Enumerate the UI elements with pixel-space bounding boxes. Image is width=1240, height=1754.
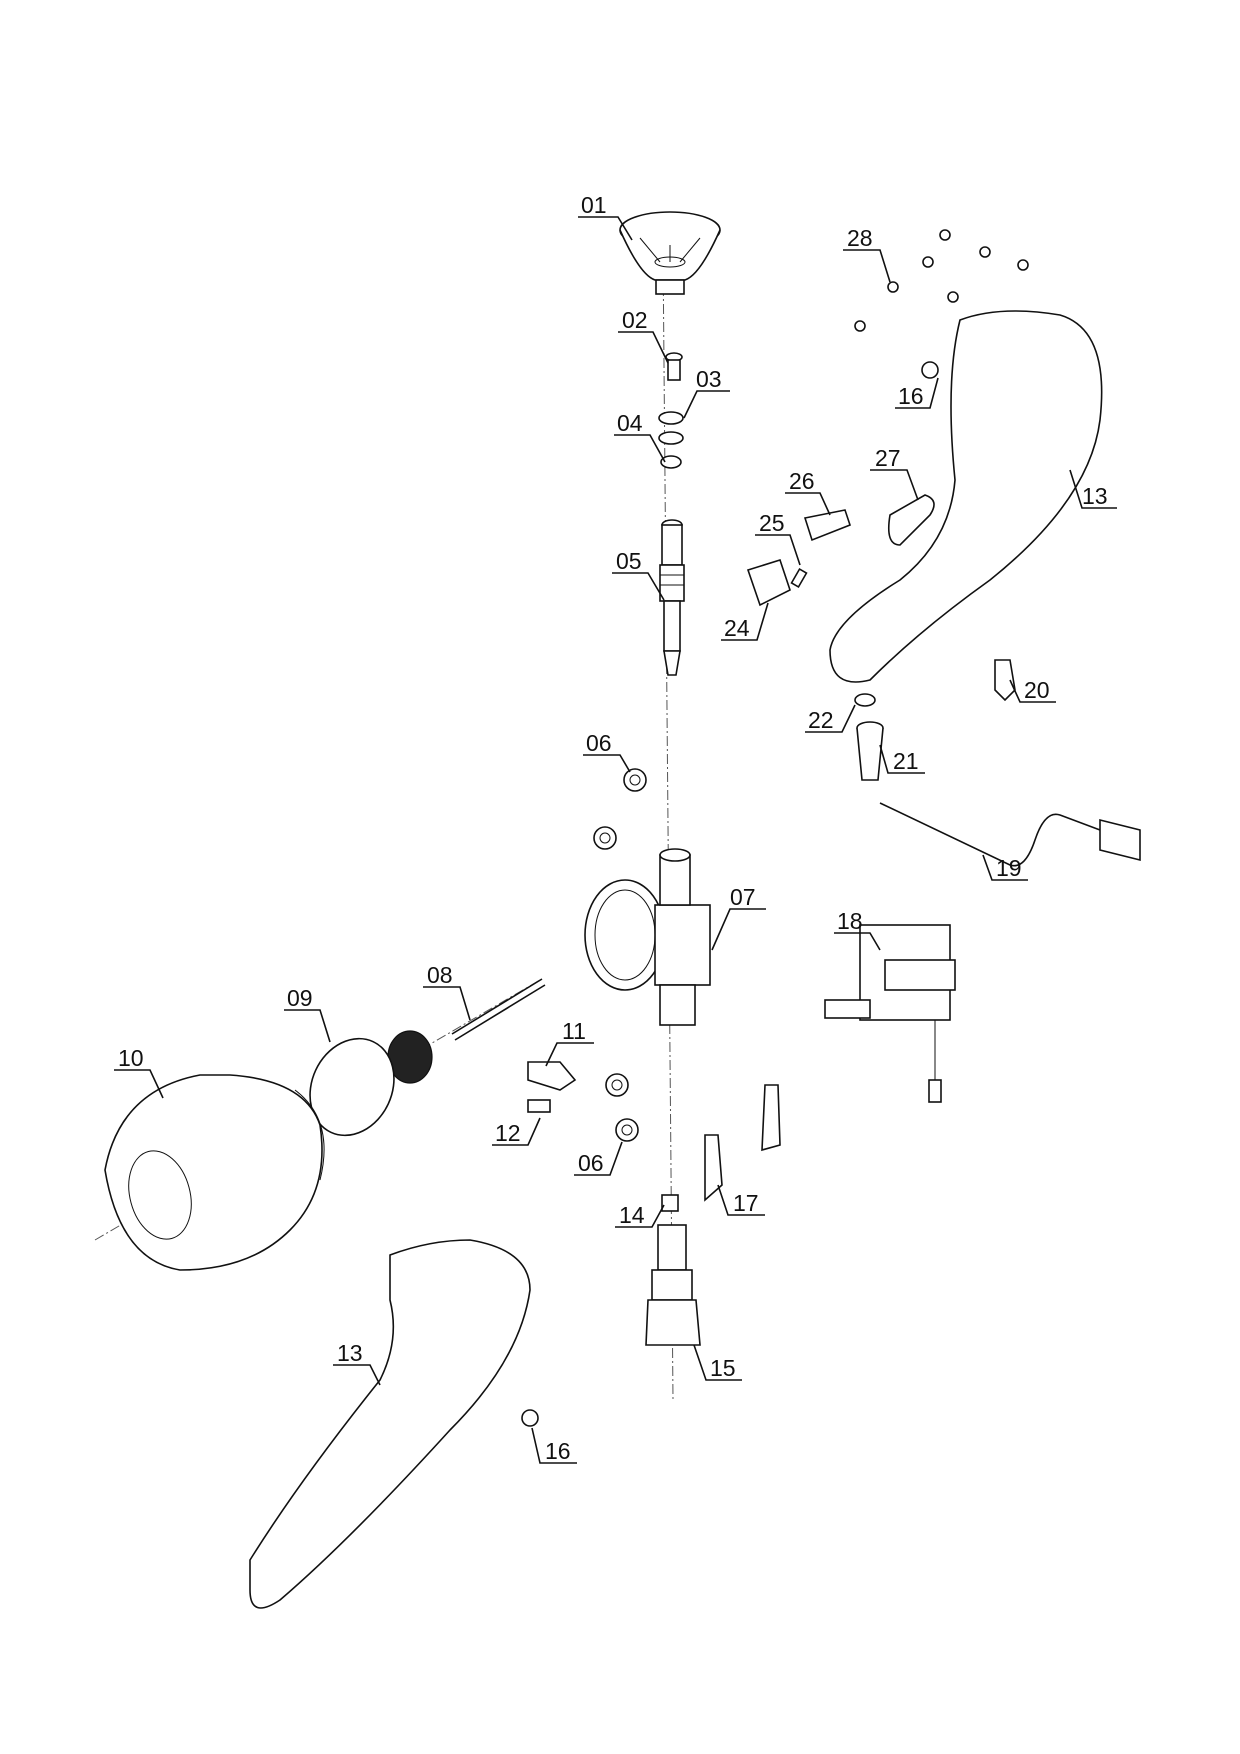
part-09-seal-ring[interactable] [295, 1025, 410, 1149]
part-20-strain-relief[interactable] [994, 659, 1016, 702]
part-13-housing-left[interactable] [249, 1239, 531, 1609]
label-03: 03 [696, 366, 722, 392]
callout-06b: 06 [574, 1141, 623, 1176]
label-07: 07 [730, 884, 756, 910]
callout-25: 25 [755, 510, 801, 566]
label-27: 27 [875, 445, 901, 471]
callout-04: 04 [614, 410, 666, 463]
callout-26: 26 [785, 468, 831, 516]
label-05: 05 [616, 548, 642, 574]
label-16-lower: 16 [545, 1438, 571, 1464]
part-28-housing-screws[interactable] [854, 229, 1029, 332]
part-18-electromagnet-coil[interactable] [824, 924, 956, 1103]
label-02: 02 [622, 307, 648, 333]
callout-19: 19 [982, 854, 1028, 881]
part-05-pump-piston[interactable] [659, 519, 685, 676]
part-04-o-ring-b[interactable] [660, 455, 682, 469]
part-17-bracket-b[interactable] [761, 1084, 781, 1152]
part-27-trigger[interactable] [887, 494, 935, 546]
callout-02: 02 [618, 307, 669, 364]
callout-20: 20 [1009, 677, 1056, 703]
part-16-screw-lower[interactable] [521, 1409, 539, 1427]
callout-27: 27 [870, 445, 919, 501]
callout-28: 28 [843, 225, 891, 283]
label-04: 04 [617, 410, 643, 436]
label-21: 21 [893, 748, 919, 774]
part-14-valve-cap[interactable] [661, 1194, 679, 1212]
label-28: 28 [847, 225, 873, 251]
callout-05: 05 [612, 548, 665, 601]
callout-24: 24 [721, 602, 769, 641]
part-25-switch-pin[interactable] [790, 567, 808, 589]
part-06-nut-upper[interactable] [623, 768, 647, 792]
callout-16b: 16 [531, 1427, 577, 1464]
label-18: 18 [837, 908, 863, 934]
part-04-o-ring[interactable] [658, 431, 684, 445]
callout-08: 08 [423, 962, 471, 1021]
callout-14: 14 [615, 1202, 665, 1228]
callout-06a: 06 [583, 730, 631, 773]
label-19: 19 [996, 855, 1022, 881]
label-20: 20 [1024, 677, 1050, 703]
part-15-adjustment-knob[interactable] [645, 1224, 701, 1346]
callout-10: 10 [114, 1045, 164, 1099]
callout-17: 17 [717, 1184, 765, 1216]
part-06-nut-extra[interactable] [593, 826, 617, 850]
callout-13a: 13 [1069, 469, 1117, 509]
callout-13b: 13 [333, 1340, 381, 1386]
callout-18: 18 [834, 908, 881, 951]
part-02-nozzle-valve[interactable] [665, 352, 683, 381]
callout-07: 07 [711, 884, 766, 951]
label-26: 26 [789, 468, 815, 494]
part-08-suction-tube[interactable] [387, 978, 546, 1084]
part-26-trigger-lever[interactable] [803, 509, 851, 542]
label-12: 12 [495, 1120, 521, 1146]
part-07-pump-housing[interactable] [584, 848, 711, 1026]
part-12-pad[interactable] [527, 1099, 551, 1113]
label-10: 10 [118, 1045, 144, 1071]
part-24-switch[interactable] [746, 559, 791, 607]
label-06-upper: 06 [586, 730, 612, 756]
part-06-nut-lower[interactable] [615, 1118, 639, 1142]
part-22-cable-clamp[interactable] [854, 693, 876, 707]
callout-12: 12 [492, 1117, 541, 1146]
callout-03: 03 [683, 366, 730, 419]
callout-16a: 16 [895, 377, 939, 409]
label-24: 24 [724, 615, 750, 641]
part-13-housing-right[interactable] [829, 310, 1103, 683]
part-06-nut-lower-b[interactable] [605, 1073, 629, 1097]
label-17: 17 [733, 1190, 759, 1216]
callout-09: 09 [284, 985, 331, 1043]
callout-21: 21 [879, 744, 925, 774]
part-10-paint-container[interactable] [104, 1074, 325, 1271]
label-22: 22 [808, 707, 834, 733]
label-14: 14 [619, 1202, 645, 1228]
part-17-bracket-a[interactable] [704, 1134, 723, 1202]
callout-11: 11 [545, 1018, 594, 1067]
callout-15: 15 [693, 1344, 742, 1381]
label-16-upper: 16 [898, 383, 924, 409]
label-01: 01 [581, 192, 607, 218]
callout-22: 22 [805, 704, 856, 733]
part-03-o-ring[interactable] [658, 411, 684, 425]
label-08: 08 [427, 962, 453, 988]
label-15: 15 [710, 1355, 736, 1381]
callout-01: 01 [578, 192, 633, 241]
label-09: 09 [287, 985, 313, 1011]
part-21-cable-sleeve[interactable] [856, 721, 884, 781]
part-01-nozzle-cone[interactable] [619, 211, 721, 295]
part-19-power-cable[interactable] [879, 802, 1141, 867]
label-13-left: 13 [337, 1340, 363, 1366]
label-06-lower: 06 [578, 1150, 604, 1176]
part-11-clip[interactable] [527, 1061, 577, 1091]
label-13-right: 13 [1082, 483, 1108, 509]
label-25: 25 [759, 510, 785, 536]
part-16-screw-upper[interactable] [921, 361, 939, 379]
label-11: 11 [562, 1018, 586, 1044]
